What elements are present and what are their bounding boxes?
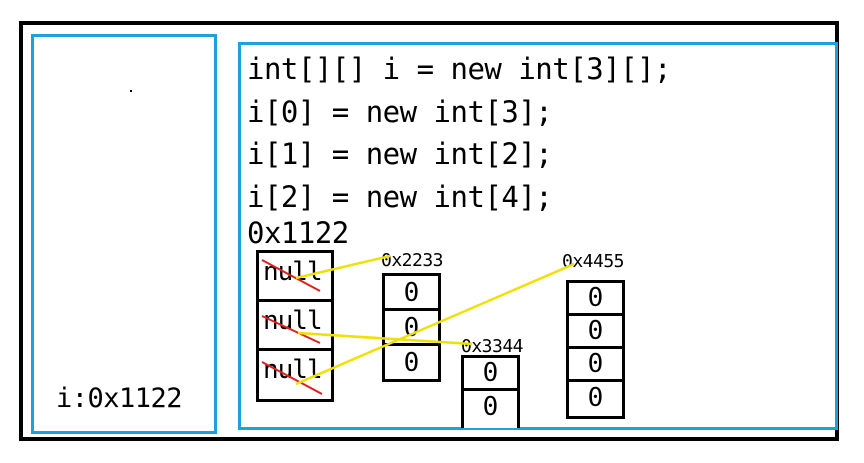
stack-dot	[130, 90, 132, 92]
outer-array-address: 0x1122	[247, 216, 349, 250]
inner-array-cell: 0	[461, 388, 520, 428]
stack-variable: i:0x1122	[56, 383, 183, 414]
heap-panel	[238, 42, 838, 430]
cell-value: 0	[482, 358, 499, 388]
stack-panel	[31, 34, 217, 434]
outer-array-cell: null	[256, 250, 334, 302]
code-line: i[2] = new int[4];	[247, 179, 553, 214]
outer-array-cell: null	[256, 299, 334, 351]
inner-array-cell: 0	[382, 308, 441, 346]
cell-value: 0	[403, 348, 420, 378]
cell-value: 0	[587, 283, 604, 313]
outer-array-cell: null	[256, 348, 334, 402]
inner-array-cell: 0	[566, 280, 625, 316]
code-line: i[1] = new int[2];	[247, 137, 553, 171]
code-line: int[][] i = new int[3][];	[247, 52, 672, 86]
cell-value: 0	[587, 349, 604, 379]
cell-value: null	[263, 257, 323, 287]
code-block: int[][] i = new int[3][]; i[0] = new int…	[247, 48, 672, 218]
inner-array-cell: 0	[382, 343, 441, 382]
cell-value: 0	[482, 392, 499, 422]
cell-value: null	[263, 355, 323, 385]
inner-array-cell: 0	[461, 355, 520, 391]
inner-array-address: 0x3344	[461, 336, 524, 357]
cell-value: 0	[587, 316, 604, 346]
cell-value: null	[263, 306, 323, 336]
cell-value: 0	[587, 383, 604, 413]
inner-array-address: 0x4455	[562, 251, 625, 272]
inner-array-cell: 0	[566, 379, 625, 419]
cell-value: 0	[403, 313, 420, 343]
inner-array-cell: 0	[566, 313, 625, 349]
inner-array-address: 0x2233	[381, 250, 444, 271]
cell-value: 0	[403, 278, 420, 308]
code-line: i[0] = new int[3];	[247, 94, 553, 129]
inner-array-cell: 0	[566, 346, 625, 382]
inner-array-cell: 0	[382, 273, 441, 311]
